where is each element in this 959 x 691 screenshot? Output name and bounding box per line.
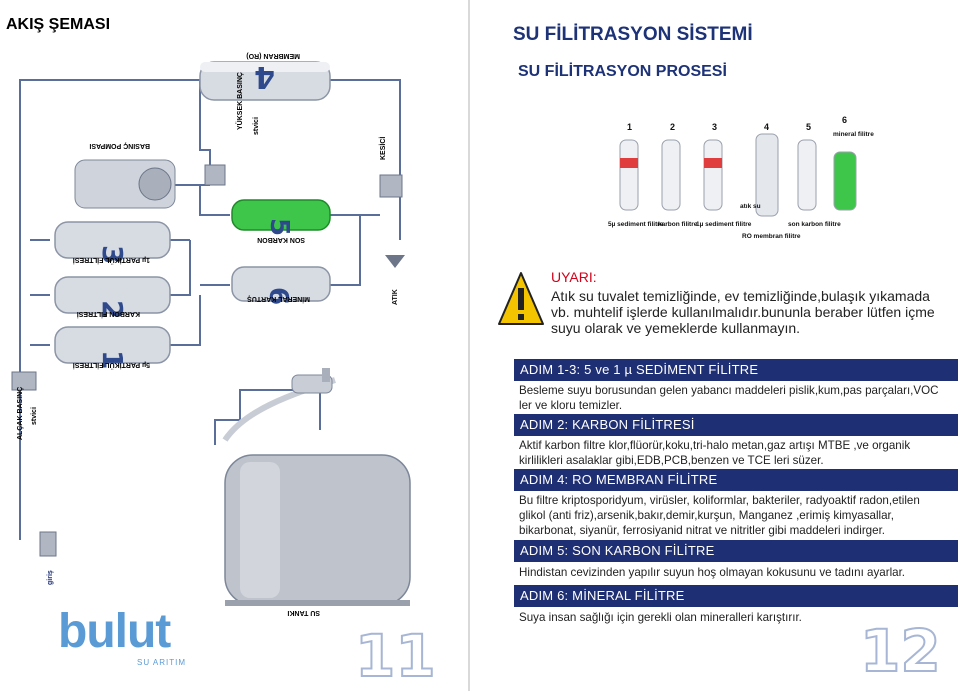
lineup-label-3: 1µ sediment filitre [696, 221, 752, 228]
low-pressure-label: ALÇAK BASINÇ [17, 387, 24, 440]
inlet-label: giriş [47, 570, 54, 585]
pump-label: BASINÇ POMPASI [89, 142, 150, 149]
lineup-waste-label: atık su [740, 203, 761, 210]
page-divider [468, 0, 470, 691]
step-5-heading: ADIM 5: SON KARBON FİLİTRE [514, 540, 958, 562]
membrane-number: 4 [254, 59, 275, 94]
logo-text: bulut [58, 605, 171, 658]
right-page-subtitle: SU FİLİTRASYON PROSESİ [518, 63, 727, 80]
water-tank [224, 454, 411, 606]
filter6-label: MİNERAL KARTUŞ [247, 295, 310, 303]
lineup-number-2: 2 [670, 122, 675, 132]
filter5-number: 5 [264, 218, 294, 236]
faucet [291, 368, 333, 394]
filter5-label: SON KARBON [257, 236, 305, 243]
filter2-label: KARBON FİLTRESİ [77, 310, 140, 318]
kesici-label: KESİCİ [379, 137, 387, 160]
step-6-heading: ADIM 6: MİNERAL FİLİTRE [514, 585, 958, 607]
step-6-text: Suya insan sağlığı için gerekli olan min… [519, 611, 802, 624]
membrane-label: MEMBRAN (RO) [246, 52, 300, 59]
lineup-number-1: 1 [627, 122, 632, 132]
drain-icon [385, 255, 405, 268]
step-2-heading: ADIM 2: KARBON FİLİTRESİ [514, 414, 958, 436]
lineup-label-6: mineral filitre [833, 131, 874, 138]
filter3-number: 3 [96, 245, 129, 264]
tank-label: SU TANKI [287, 609, 320, 616]
filter3-label: 1µ PARTİKÜL FİLTRESİ [73, 256, 150, 265]
filter2-number: 2 [96, 300, 129, 319]
left-page-number: 11 [354, 621, 437, 691]
step-1-heading: ADIM 1-3: 5 ve 1 µ SEDİMENT FİLİTRE [514, 359, 958, 381]
filter1-number: 1 [96, 350, 129, 369]
step-1-text: Besleme suyu borusundan gelen yabancı ma… [519, 384, 939, 412]
warning-title: UYARI: [551, 269, 597, 285]
drain-label: ATIK [392, 289, 399, 305]
lineup-label-5: son karbon filitre [788, 221, 841, 228]
filter1-label: 5µ PARTİKÜL FİLTRESİ [73, 361, 150, 370]
logo-subtitle: SU ARITIM [137, 658, 187, 667]
filter-lineup-diagram: 1 2 3 4 5 6 5µ sediment filitre karbon f… [608, 115, 874, 240]
flow-diagram: 4 MEMBRAN (RO) BASINÇ POMPASI YÜKSEK BAS… [11, 52, 411, 616]
lineup-number-4: 4 [764, 122, 769, 132]
step-4-text: Bu filtre kriptosporidyum, virüsler, kol… [519, 494, 920, 537]
warning-text: Atık su tuvalet temizliğinde, ev temizli… [551, 288, 935, 336]
lineup-label-1: 5µ sediment filitre [608, 221, 664, 228]
step-4-heading: ADIM 4: RO MEMBRAN FİLİTRE [514, 469, 958, 491]
lineup-label-4: RO membran filitre [742, 233, 801, 240]
lineup-number-6: 6 [842, 115, 847, 125]
right-page-number: 12 [859, 616, 942, 686]
filter6-number: 6 [263, 287, 293, 305]
lineup-label-2: karbon filitre [658, 221, 698, 228]
pump [74, 159, 176, 209]
right-page-title: SU FİLİTRASYON SİSTEMİ [513, 24, 753, 45]
high-pressure-label: YÜKSEK BASINÇ [235, 72, 244, 130]
stvici-label: stvici [253, 117, 260, 135]
lineup-number-3: 3 [712, 122, 717, 132]
step-5-text: Hindistan cevizinden yapılır suyun hoş o… [519, 566, 906, 579]
warning-icon [498, 272, 544, 325]
step-2-text: Aktif karbon filtre klor,flüorür,koku,tr… [519, 439, 911, 467]
left-page-title: AKIŞ ŞEMASI [6, 16, 111, 33]
low-stvici-label: stvici [31, 407, 38, 425]
membrane-housing [199, 61, 331, 101]
lineup-number-5: 5 [806, 122, 811, 132]
